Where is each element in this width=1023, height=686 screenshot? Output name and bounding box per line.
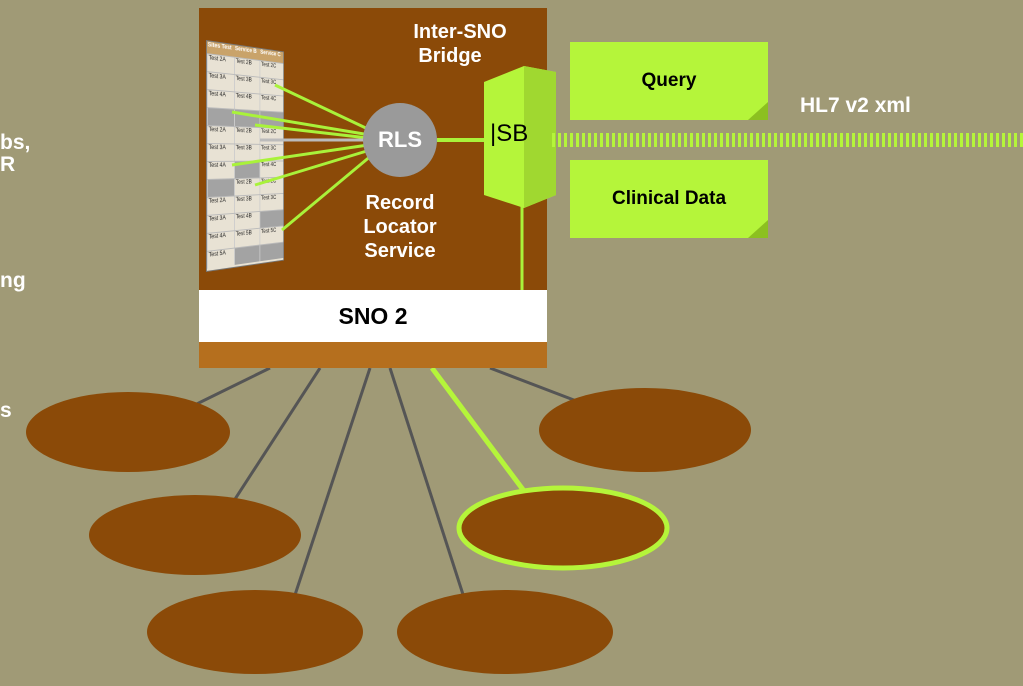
clinical-corner [748,220,768,238]
table-link-5 [231,143,369,167]
protocol-label: HL7 v2 xml [800,94,911,117]
left-fragment-4: s [0,399,12,422]
left-fragment-3: ng [0,269,26,292]
rls-node[interactable]: RLS [363,103,437,177]
table-link-2 [231,110,371,137]
bridge-label-line-1: Inter-SNO [413,21,507,43]
node-bottom-right[interactable] [397,590,613,674]
sno-footer-bar [199,342,547,368]
left-fragment-2: R [0,153,16,176]
link-node-highlighted [429,366,530,497]
service-label-line-2: Locator [363,216,437,238]
clinical-data-label: Clinical Data [611,188,727,209]
node-left-mid[interactable] [89,495,301,575]
service-label-line-3: Service [364,240,436,262]
link-node-bottom-left [288,367,372,611]
sb-block-shade [524,66,556,208]
table-link-6 [254,148,371,187]
service-label-line-1: Record [365,192,435,214]
left-fragment-1: bs, [0,131,31,154]
sno-title: SNO 2 [199,290,547,342]
link-node-bottom-right [388,367,470,611]
bridge-label-line-2: Bridge [418,45,482,67]
query-corner [748,102,768,120]
table-link-7 [281,153,373,232]
node-bottom-left[interactable] [147,590,363,674]
sb-label: |SB [490,120,529,147]
query-message[interactable]: Query [570,42,768,120]
query-label: Query [641,70,697,91]
table-link-1 [274,83,371,132]
node-right-top[interactable] [539,388,751,472]
clinical-data-message[interactable]: Clinical Data [570,160,768,238]
table-link-3 [254,123,369,140]
node-left-top[interactable] [26,392,230,472]
node-highlighted[interactable] [456,485,670,571]
